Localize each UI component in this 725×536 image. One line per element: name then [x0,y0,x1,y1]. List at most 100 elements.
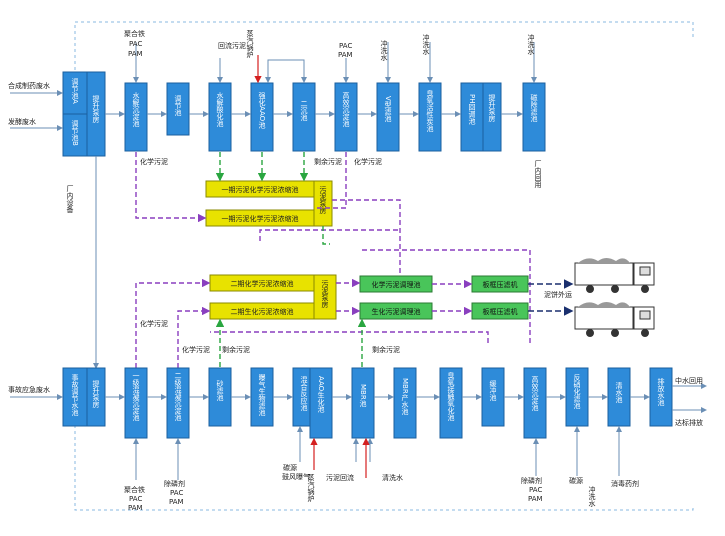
lift-pump-2[interactable]: 提升泵房 [482,82,502,152]
top-input-labels: 合成制药废水 发酵废水 聚合铁 PAC PAM 蒸汽锅炉 回流污泥 PAC PA… [8,29,542,214]
flush-2: 冲洗水 [422,33,430,55]
discharge-tank[interactable]: 排放水池 [649,367,673,427]
yellow-pump-2[interactable]: 污泥泵房 [313,274,337,320]
coag-sed-1[interactable]: 一级混凝沉淀池 [124,367,148,439]
clear-water-tank[interactable]: 清水池 [607,367,631,427]
purple-sludge-lines [135,152,531,368]
enhanced-aao-tank[interactable]: 强化AAO池 [250,82,274,152]
navy-cake-lines [528,279,574,316]
dosing-1c: PAM [128,50,143,58]
sand-filter[interactable]: 砂滤池 [208,367,232,427]
dose-b2b: PAC [170,489,183,497]
svg-text:砂滤池: 砂滤池 [216,379,224,401]
sludge-dewatering: 化学污泥调理池 生化污泥调理池 板框压滤机 板框压滤机 [359,275,529,320]
mbr-product-tank[interactable]: MBR产水池 [393,367,417,439]
high-eff-sed-bottom[interactable]: 高效沉淀池 [523,367,547,439]
svg-text:二沉池: 二沉池 [300,100,308,121]
accident-water: 事故应急废水 [8,385,50,394]
output-reuse: 中水回用 [675,376,703,385]
ozone-contact-tank[interactable]: 臭氧接触氧化池 [439,367,463,439]
accident-reg-tank[interactable]: 事故调节水池 [62,367,88,427]
dose-b2c: PAM [169,498,184,506]
svg-text:清水池: 清水池 [615,381,623,403]
sludge-concentration-tanks: 一期污泥化学污泥浓缩池 一期污泥化学污泥浓缩池 污泥泵房 二期化学污泥浓缩池 二… [205,180,337,320]
dosing-1b: PAC [129,40,142,48]
svg-text:板框压滤机: 板框压滤机 [483,307,518,316]
dose-b3a: 除磷剂 [521,476,542,485]
yellow-tank-1[interactable]: 一期污泥化学污泥浓缩池 [205,180,315,198]
svg-text:高效沉淀池: 高效沉淀池 [531,375,539,411]
yellow-tank-3[interactable]: 二期化学污泥浓缩池 [209,274,315,292]
dose-b1b: PAC [129,495,142,503]
carbon-b2: 碳源 [569,476,583,485]
svg-text:排放水池: 排放水池 [657,377,665,406]
reflux-b: 污泥回流 [326,473,354,482]
dosing-2a: PAC [339,42,352,50]
ph-back-tank[interactable]: PH回调池 [460,82,484,152]
lift-pump-top[interactable]: 提升泵房 [86,71,106,157]
svg-text:强化AAO池: 强化AAO池 [258,92,266,128]
green-filter-press-1[interactable]: 板框压滤机 [471,275,529,293]
disinfect-filter[interactable]: 磁除滤池 [522,82,546,152]
svg-text:缓冲池: 缓冲池 [489,379,497,401]
factory-reuse: 厂内回用 [534,160,542,189]
carbon-b: 碳源 [283,463,297,472]
sludge-labels: 化学污泥 剩余污泥 化学污泥 化学污泥 化学污泥 剩余污泥 剩余污泥 [140,157,400,354]
secondary-clarifier[interactable]: 二沉池 [292,82,316,152]
flush-1: 冲洗水 [380,39,388,61]
svg-text:磁除滤池: 磁除滤池 [530,93,538,122]
phase1-process-row: 调节池A 调节池B 提升泵房 水解沉淀池 调节池 水解酸化池 强化AAO池 二 [62,71,546,157]
hydrolysis-acid-tank[interactable]: 水解酸化池 [208,82,232,152]
svg-text:V型滤池: V型滤池 [384,96,392,122]
svg-text:反硝化滤池: 反硝化滤池 [573,373,581,409]
heat-top: 蒸汽锅炉 [246,29,254,59]
svg-text:二期生化污泥浓缩池: 二期生化污泥浓缩池 [231,307,294,316]
top-flow-lines [10,42,537,369]
green-sludge-lines [215,152,367,367]
green-chem-conditioning[interactable]: 化学污泥调理池 [359,275,433,293]
svg-text:水解酸化池: 水解酸化池 [216,91,224,127]
svg-text:一级混凝沉淀池: 一级混凝沉淀池 [132,372,140,421]
svg-text:二级混凝沉淀池: 二级混凝沉淀池 [174,372,182,421]
recycle-frame [74,21,694,511]
sludge-reflux-top: 回流污泥 [218,41,246,50]
regulation-tank-b[interactable]: 调节池B [62,113,88,157]
svg-text:MBR池: MBR池 [359,384,367,407]
svg-text:二期化学污泥浓缩池: 二期化学污泥浓缩池 [231,279,294,288]
high-eff-sed-top[interactable]: 高效沉淀池 [334,82,358,152]
hydrolysis-sed-tank[interactable]: 水解沉淀池 [124,82,148,152]
svg-text:板框压滤机: 板框压滤机 [483,280,518,289]
green-bio-conditioning[interactable]: 生化污泥调理池 [359,302,433,320]
regulation-tank-a[interactable]: 调节池A [62,71,88,115]
coag-sed-2[interactable]: 二级混凝沉淀池 [166,367,190,439]
ph-tank[interactable]: 调节池 [166,82,190,136]
aao-tank[interactable]: AAO生化池 [309,367,333,439]
svg-text:化学污泥调理池: 化学污泥调理池 [372,280,421,289]
svg-text:臭氧活性炭池: 臭氧活性炭池 [426,89,434,132]
svg-text:生化污泥调理池: 生化污泥调理池 [372,307,421,316]
bottom-input-labels: 事故应急废水 聚合铁 PAC PAM 除磷剂 PAC PAM 碳源 鼓风曝气 蒸… [8,376,703,512]
ozone-carbon-tank[interactable]: 臭氧活性炭池 [418,82,442,152]
svg-text:水解沉淀池: 水解沉淀池 [132,91,140,127]
dose-b2a: 除磷剂 [164,479,185,488]
svg-text:提升泵房: 提升泵房 [92,379,100,409]
svg-text:PH回调池: PH回调池 [468,94,476,125]
aeration-prefilter[interactable]: 曝气生物滤池 [250,367,274,427]
svg-text:提升泵房: 提升泵房 [92,94,100,124]
lift-pump-bottom[interactable]: 提升泵房 [86,367,106,427]
svg-text:AAO生化池: AAO生化池 [317,376,325,412]
denitrification-filter[interactable]: 反硝化滤池 [565,367,589,427]
yellow-pump-1[interactable]: 污泥泵房 [313,180,333,227]
v-filter[interactable]: V型滤池 [376,82,400,152]
input-factory-a: 合成制药废水 [8,81,50,90]
heat-b: 蒸汽锅炉 [307,473,315,503]
yellow-tank-2[interactable]: 一期污泥化学污泥浓缩池 [205,209,315,227]
dosing-1a: 聚合铁 [124,29,145,38]
green-filter-press-2[interactable]: 板框压滤机 [471,302,529,320]
bio-sludge-3: 剩余污泥 [372,345,400,354]
chem-sludge-3: 化学污泥 [140,319,168,328]
mbr-tank[interactable]: MBR池 [351,367,375,439]
yellow-tank-4[interactable]: 二期生化污泥浓缩池 [209,302,315,320]
buffer-tank[interactable]: 缓冲池 [481,367,505,427]
